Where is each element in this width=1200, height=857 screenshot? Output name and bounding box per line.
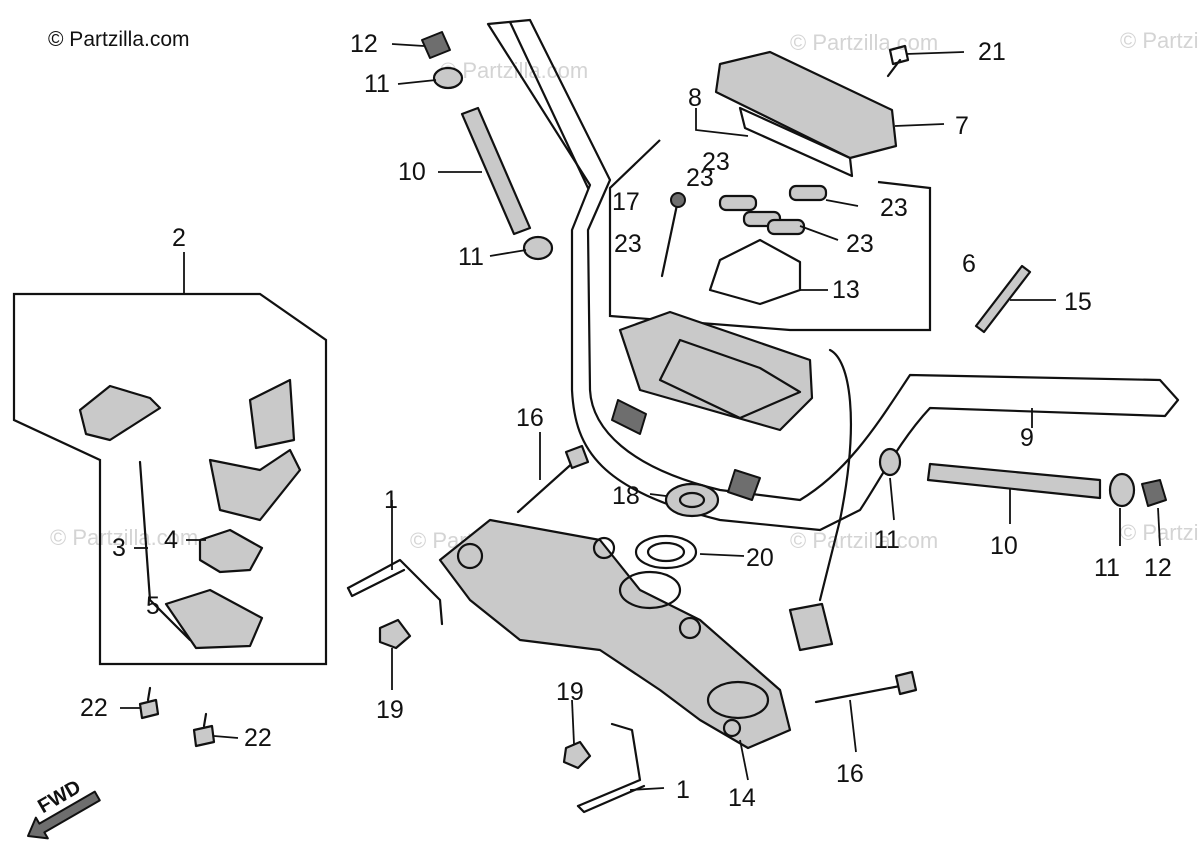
callout-15: 15 bbox=[1064, 288, 1092, 316]
hardware bbox=[378, 482, 720, 770]
callout-7: 7 bbox=[955, 112, 969, 140]
callout-9: 9 bbox=[1020, 424, 1034, 452]
callout-6: 6 bbox=[962, 250, 976, 278]
callouts: 12 11 10 11 21 7 8 23 23 17 23 23 23 6 1… bbox=[80, 30, 1172, 812]
leader-lines bbox=[120, 43, 1161, 791]
callout-23: 23 bbox=[880, 194, 908, 222]
callout-23: 23 bbox=[686, 164, 714, 192]
callout-5: 5 bbox=[146, 592, 160, 620]
lead-wire bbox=[974, 264, 1032, 334]
callout-14: 14 bbox=[728, 784, 756, 812]
handlebar-weight-left bbox=[421, 31, 554, 261]
callout-21: 21 bbox=[978, 38, 1006, 66]
watermark: © Partzilla.com bbox=[790, 30, 938, 55]
callout-11: 11 bbox=[364, 70, 390, 98]
callout-23: 23 bbox=[846, 230, 874, 258]
callout-4: 4 bbox=[164, 526, 178, 554]
screws bbox=[138, 686, 216, 748]
wire-harness bbox=[788, 348, 852, 652]
callout-19: 19 bbox=[556, 678, 584, 706]
callout-1: 1 bbox=[384, 486, 398, 514]
copyright-text: © Partzilla.com bbox=[48, 28, 190, 51]
watermark: © Partzilla.com bbox=[50, 525, 198, 550]
watermark: © Partzilla.com bbox=[440, 58, 588, 83]
callout-3: 3 bbox=[112, 534, 126, 562]
callout-12: 12 bbox=[350, 30, 378, 58]
callout-20: 20 bbox=[746, 544, 774, 572]
callout-1: 1 bbox=[676, 776, 690, 804]
callout-16: 16 bbox=[836, 760, 864, 788]
callout-10: 10 bbox=[990, 532, 1018, 560]
fuse-box-assembly bbox=[608, 139, 932, 432]
callout-2: 2 bbox=[172, 224, 186, 252]
handlebar-pipe bbox=[486, 18, 1180, 532]
callout-22: 22 bbox=[80, 694, 108, 722]
ignition-switch-group bbox=[12, 292, 328, 666]
callout-17: 17 bbox=[612, 188, 640, 216]
callout-13: 13 bbox=[832, 276, 860, 304]
callout-18: 18 bbox=[612, 482, 640, 510]
watermarks: © Partzilla.com © Partzilla.com © Partzi… bbox=[50, 28, 1200, 553]
handlebar-weight-right bbox=[878, 447, 1167, 508]
callout-23: 23 bbox=[614, 230, 642, 258]
watermark: © Partzilla.com bbox=[790, 528, 938, 553]
callout-11: 11 bbox=[874, 526, 900, 554]
watermark: © Partzilla.com bbox=[1120, 28, 1200, 53]
bolts bbox=[516, 444, 918, 704]
callout-11: 11 bbox=[458, 243, 484, 271]
master-cylinder-cover bbox=[714, 44, 910, 178]
top-bridge bbox=[438, 518, 792, 750]
callout-22: 22 bbox=[244, 724, 272, 752]
brackets bbox=[346, 558, 646, 814]
callout-10: 10 bbox=[398, 158, 426, 186]
callout-8: 8 bbox=[688, 84, 702, 112]
callout-11: 11 bbox=[1094, 554, 1120, 582]
callout-19: 19 bbox=[376, 696, 404, 724]
callout-12: 12 bbox=[1144, 554, 1172, 582]
callout-16: 16 bbox=[516, 404, 544, 432]
callout-23: 23 bbox=[702, 148, 730, 176]
fwd-arrow: FWD bbox=[27, 776, 101, 840]
